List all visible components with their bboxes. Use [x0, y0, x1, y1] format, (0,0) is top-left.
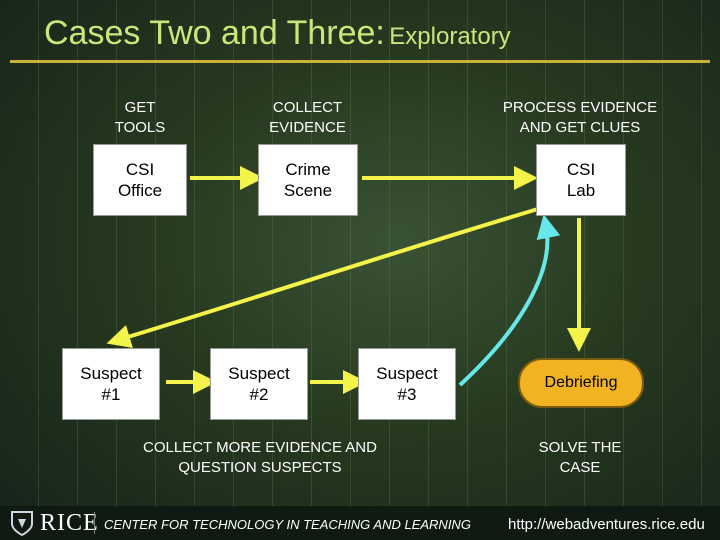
arrow-lab-to-suspect1 — [106, 204, 549, 349]
node-suspect-1: Suspect #1 — [62, 348, 160, 420]
node-suspect-3: Suspect #3 — [358, 348, 456, 420]
title-sub: Exploratory — [389, 23, 511, 50]
footer-bar — [0, 506, 720, 540]
label-collect-more: COLLECT MORE EVIDENCE AND QUESTION SUSPE… — [143, 439, 377, 476]
node-debriefing: Debriefing — [518, 358, 644, 408]
arrow-s3-to-lab — [458, 214, 561, 387]
page-title: Cases Two and Three: Exploratory — [44, 14, 511, 53]
title-underline — [10, 60, 710, 63]
node-suspect-2: Suspect #2 — [210, 348, 308, 420]
rice-logo: RICE — [10, 508, 99, 538]
node-csi-lab: CSI Lab — [536, 144, 626, 216]
footer-url[interactable]: http://webadventures.rice.edu — [508, 516, 705, 533]
title-main: Cases Two and Three: — [44, 14, 385, 52]
center-name: CENTER FOR TECHNOLOGY IN TEACHING AND LE… — [104, 517, 471, 532]
owl-shield-icon — [11, 511, 33, 536]
footer-divider — [94, 512, 95, 534]
label-collect-evidence: COLLECT EVIDENCE — [269, 99, 346, 136]
node-crime-scene: Crime Scene — [258, 144, 358, 216]
rice-logo-text: RICE — [40, 509, 99, 536]
label-solve-case: SOLVE THE CASE — [538, 439, 622, 476]
label-get-tools: GET TOOLS — [114, 99, 166, 136]
label-process-evidence: PROCESS EVIDENCE AND GET CLUES — [502, 99, 658, 136]
node-csi-office: CSI Office — [93, 144, 187, 216]
